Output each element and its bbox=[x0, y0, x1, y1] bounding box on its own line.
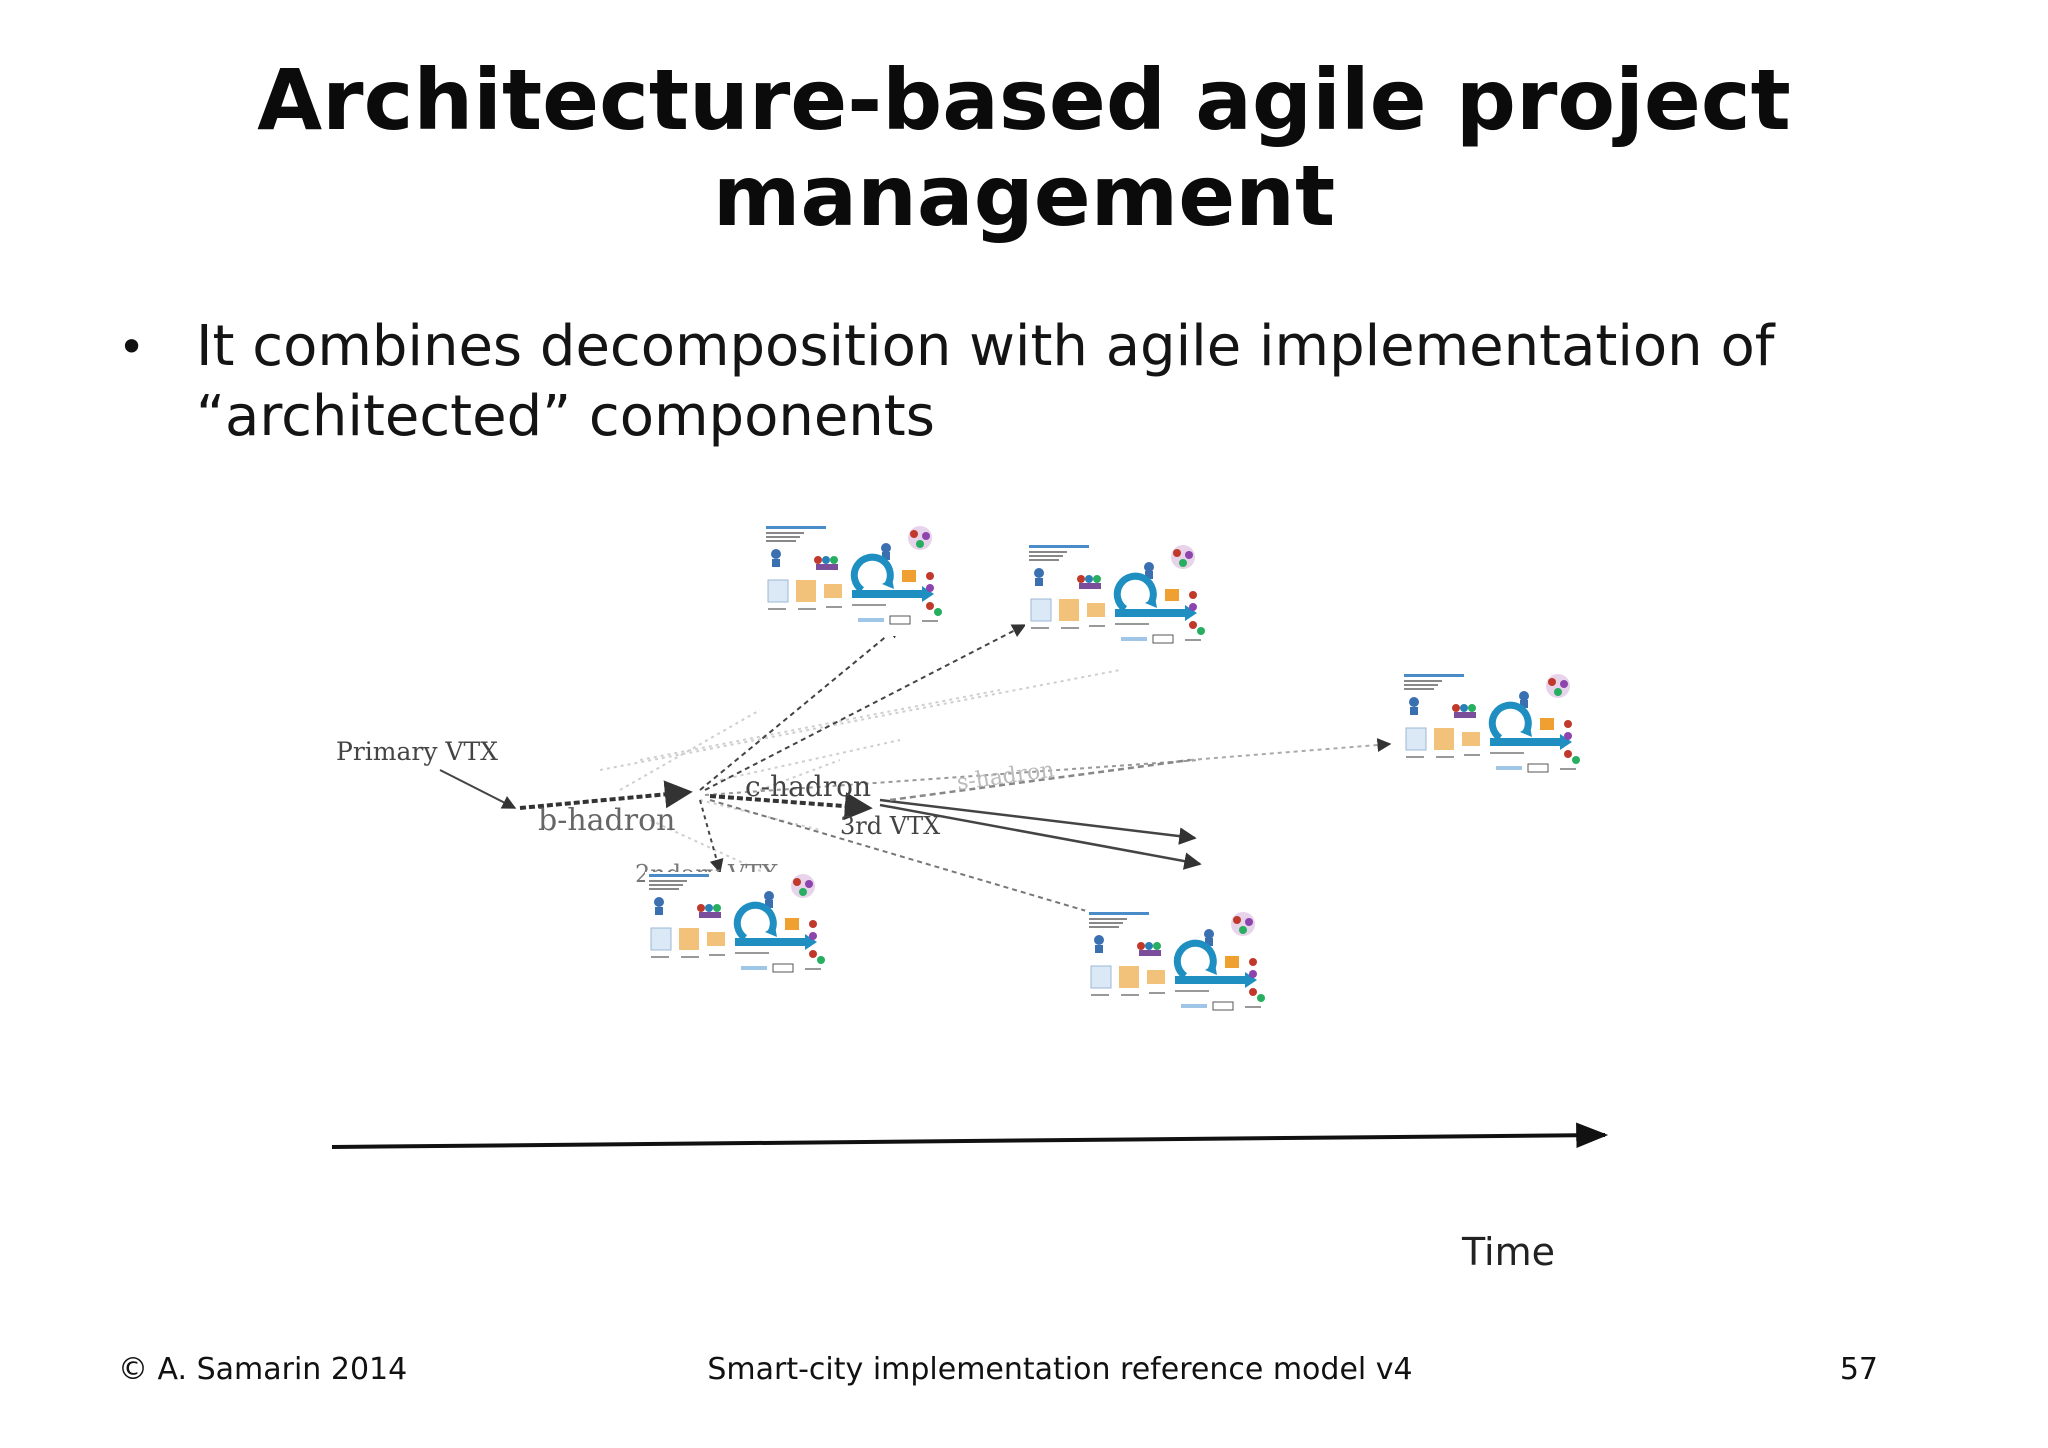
title-line-1: Architecture-based agile project bbox=[257, 51, 1791, 149]
b-hadron-track bbox=[519, 780, 693, 810]
track-right-upper bbox=[879, 798, 1197, 845]
faint-tracks bbox=[599, 669, 1121, 881]
bullet-text: It combines decomposition with agile imp… bbox=[196, 312, 1976, 452]
time-axis-label: Time bbox=[1462, 1230, 1555, 1274]
s-hadron-track bbox=[889, 758, 1191, 802]
track-primary bbox=[439, 769, 517, 809]
bullet-marker: • bbox=[118, 320, 146, 374]
track-to-component-5 bbox=[709, 799, 1101, 916]
track-to-component-1 bbox=[699, 624, 902, 791]
slide-title: Architecture-based agile project managem… bbox=[0, 52, 2048, 244]
track-to-component-3 bbox=[1189, 738, 1392, 761]
title-line-2: management bbox=[712, 147, 1336, 245]
decomposition-diagram: Primary VTX b-hadron c-hadron 3rd VTX 2n… bbox=[331, 500, 1609, 1149]
component-thumbnail-3 bbox=[1400, 672, 1580, 784]
time-axis-arrow bbox=[331, 1122, 1609, 1149]
component-thumbnail-1 bbox=[762, 524, 942, 636]
c-hadron-label: c-hadron bbox=[745, 770, 871, 803]
component-thumbnail-5 bbox=[1085, 910, 1265, 1022]
component-thumbnail-4 bbox=[645, 872, 825, 984]
b-hadron-label: b-hadron bbox=[538, 803, 675, 838]
footer-copyright: © A. Samarin 2014 bbox=[118, 1352, 408, 1387]
primary-vtx-label: Primary VTX bbox=[336, 737, 498, 766]
bullet-line-1: It combines decomposition with agile imp… bbox=[196, 314, 1775, 379]
bullet-line-2: “architected” components bbox=[196, 384, 935, 449]
track-arrows bbox=[439, 624, 1392, 916]
page-number: 57 bbox=[1839, 1352, 1878, 1387]
track-right-lower bbox=[879, 803, 1202, 870]
track-to-component-2 bbox=[704, 624, 1027, 791]
footer-title: Smart-city implementation reference mode… bbox=[707, 1352, 1413, 1387]
s-hadron-label: s-hadron bbox=[955, 758, 1056, 796]
third-vtx-label: 3rd VTX bbox=[840, 812, 940, 840]
component-thumbnail-2 bbox=[1025, 543, 1205, 655]
